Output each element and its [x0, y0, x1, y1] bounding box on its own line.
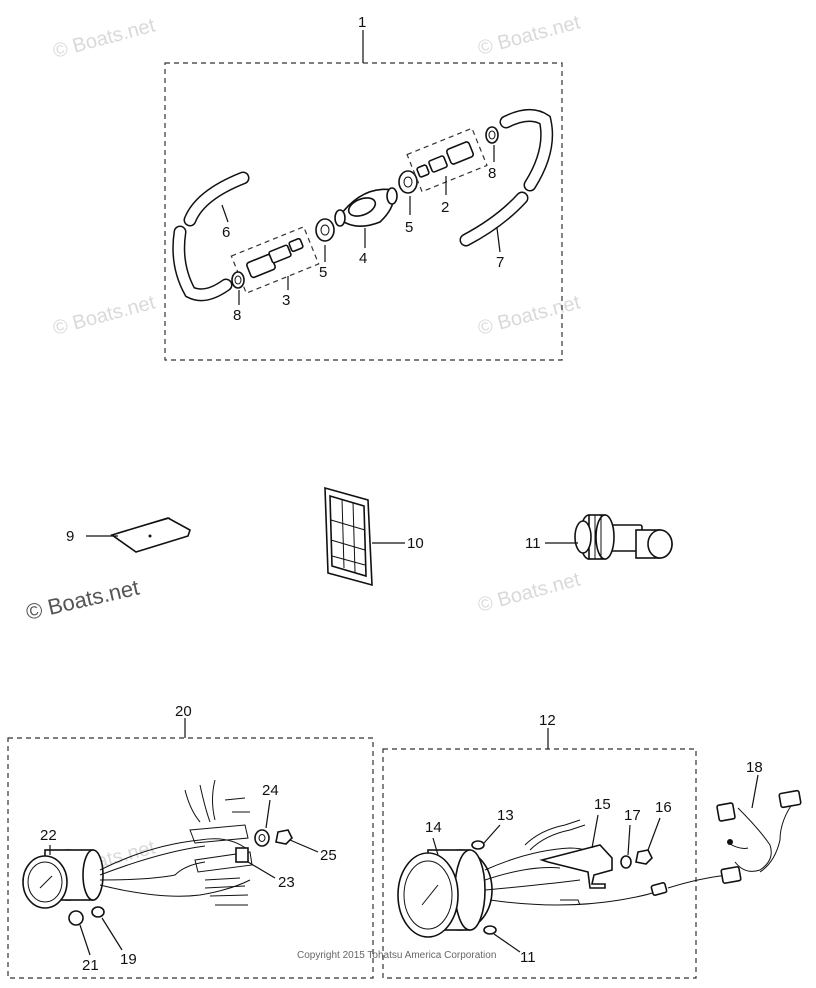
nut-17 [635, 849, 653, 865]
callout-24: 23 [278, 874, 295, 891]
callout-8: 8 [488, 165, 496, 182]
label-sheet-10 [324, 486, 373, 587]
watermark: © Boats.net [51, 291, 158, 339]
callout-21: 19 [120, 951, 137, 968]
pouch-9 [110, 517, 191, 553]
callout-10: 10 [407, 535, 424, 552]
callout-2: 2 [441, 199, 449, 216]
watermark: © Boats.net [476, 291, 583, 339]
bulb-14 [471, 840, 485, 850]
meter-15 [397, 849, 493, 938]
ring-8 [485, 126, 499, 144]
callout-26: 25 [320, 847, 337, 864]
callout-9: 9 [66, 528, 74, 545]
connector-3 [246, 237, 304, 279]
hose-fitting-11 [574, 514, 673, 560]
harness-plug [650, 882, 668, 896]
meter-23 [22, 849, 104, 909]
callout-3: 3 [282, 292, 290, 309]
hose-6 [172, 171, 250, 302]
wire-harness [99, 779, 253, 906]
callout-7: 7 [496, 254, 504, 271]
copyright-notice: Copyright 2015 Tohatsu America Corporati… [297, 950, 496, 961]
kit-12-boundary [382, 748, 697, 979]
callout-8: 8 [233, 307, 241, 324]
callout-25: 24 [262, 782, 279, 799]
collar-5 [398, 170, 418, 194]
kit-20-boundary [7, 737, 374, 979]
callout-19: 18 [746, 759, 763, 776]
callout-18: 17 [624, 807, 641, 824]
hose-7 [459, 109, 554, 247]
callout-5: 5 [319, 264, 327, 281]
callout-13: 11 [520, 949, 536, 966]
callout-14: 13 [497, 807, 514, 824]
bracket-24 [235, 847, 249, 863]
callout-12: 12 [539, 712, 556, 729]
callout-23: 22 [40, 827, 57, 844]
connector-2 [416, 141, 475, 178]
wire-lead-19 [667, 789, 802, 889]
nut-26 [275, 829, 293, 845]
watermark: © Boats.net [51, 14, 158, 62]
washer-18 [620, 855, 632, 869]
watermark: © Boats.net [476, 11, 583, 59]
watermark: © Boats.net [24, 575, 142, 625]
ring-8 [231, 271, 245, 289]
callout-17: 16 [655, 799, 672, 816]
primer-bulb-4 [334, 187, 398, 227]
callout-15: 14 [425, 819, 442, 836]
callout-6: 6 [222, 224, 230, 241]
watermark: © Boats.net [476, 568, 583, 616]
lens-22 [68, 910, 84, 926]
callout-20: 20 [175, 703, 192, 720]
callout-11: 11 [525, 535, 541, 552]
callout-5: 5 [405, 219, 413, 236]
callout-16: 15 [594, 796, 611, 813]
bulb-13 [483, 925, 497, 935]
collar-5 [315, 218, 335, 242]
washer-25 [254, 829, 270, 847]
callout-4: 4 [359, 250, 367, 267]
bulb-21 [91, 906, 105, 918]
callout-22: 21 [82, 957, 99, 974]
callout-1: 1 [358, 14, 366, 31]
bracket-16 [539, 844, 613, 889]
